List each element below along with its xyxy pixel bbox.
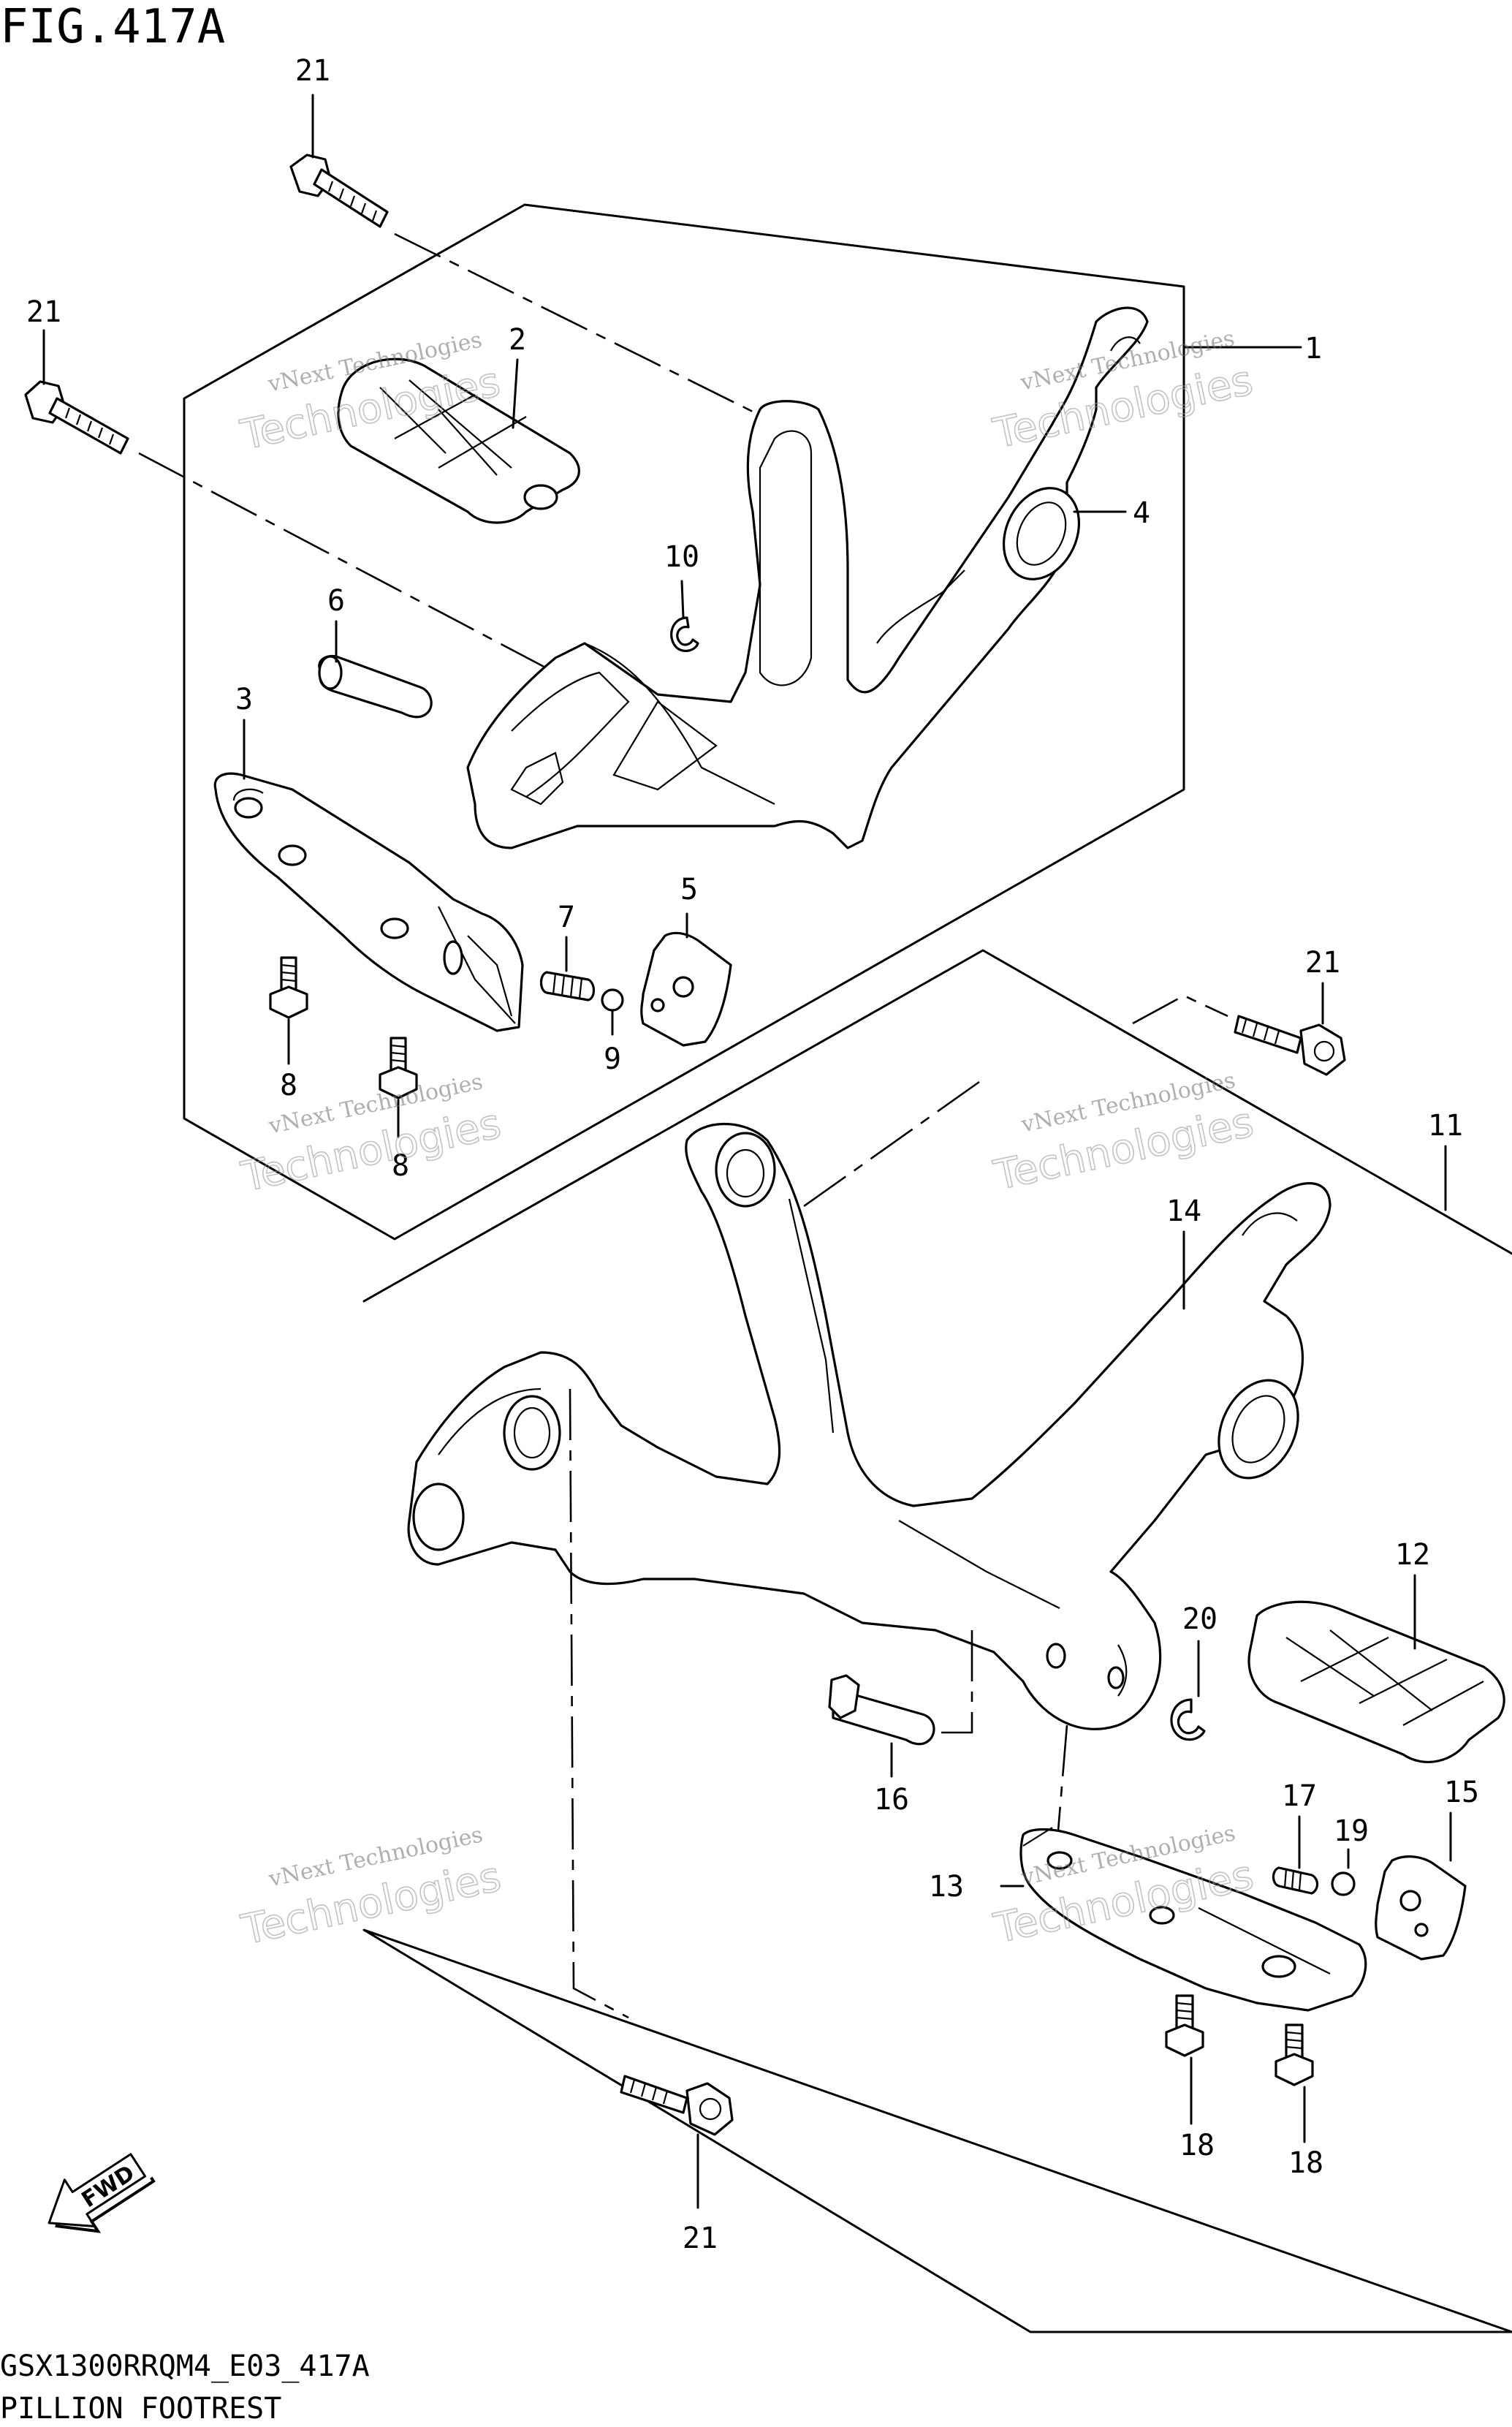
pin-16 xyxy=(828,1674,935,1746)
callout-11: 11 xyxy=(1428,1109,1463,1143)
model-code: GSX1300RRQM4_E03_417A xyxy=(0,2350,370,2383)
spring-17 xyxy=(1272,1866,1319,1895)
callout-18-b: 18 xyxy=(1288,2146,1323,2180)
pin-6 xyxy=(318,654,433,719)
watermark-3: vNext Technologies Technologies xyxy=(237,1069,506,1202)
callout-13: 13 xyxy=(929,1870,964,1904)
callout-3: 3 xyxy=(235,683,253,716)
footrest-bracket-14 xyxy=(407,1122,1331,1730)
bolt-18-a xyxy=(1165,1994,1204,2057)
callout-8-a: 8 xyxy=(280,1069,297,1102)
callout-6: 6 xyxy=(327,584,345,618)
callout-21-right: 21 xyxy=(1305,946,1340,980)
bolt-8-b xyxy=(379,1037,418,1099)
leader-21-left-dash xyxy=(138,452,549,670)
leader-21-bottom-dash xyxy=(569,1388,629,2019)
leader-21-right-dash xyxy=(803,994,1228,1208)
footpeg-rubber-12 xyxy=(1247,1600,1505,1763)
circlip-10 xyxy=(670,616,699,653)
bolt-21-top xyxy=(289,154,389,228)
callout-16: 16 xyxy=(874,1783,909,1817)
ball-19 xyxy=(1331,1871,1356,1896)
watermark-4: vNext Technologies Technologies xyxy=(989,1067,1258,1200)
callout-18-a: 18 xyxy=(1179,2129,1215,2162)
circlip-20 xyxy=(1170,1698,1206,1741)
callout-5: 5 xyxy=(680,873,698,906)
callout-2: 2 xyxy=(509,323,526,357)
leader-21-top-dash xyxy=(394,232,761,417)
callout-9: 9 xyxy=(604,1042,621,1076)
callout-1: 1 xyxy=(1304,332,1322,366)
callout-21-bottom: 21 xyxy=(683,2222,718,2255)
callout-4: 4 xyxy=(1133,496,1150,530)
callout-20: 20 xyxy=(1182,1602,1217,1636)
callout-21-left: 21 xyxy=(26,295,61,329)
bolt-18-b xyxy=(1274,2023,1314,2086)
callout-14: 14 xyxy=(1166,1194,1201,1228)
callout-10: 10 xyxy=(664,540,699,574)
callout-19: 19 xyxy=(1334,1814,1369,1848)
spring-7 xyxy=(539,971,596,1002)
callout-12: 12 xyxy=(1395,1538,1430,1572)
lower-assembly-frame xyxy=(362,949,1512,2333)
bolt-21-bottom xyxy=(620,2075,734,2136)
bolt-21-right xyxy=(1234,1015,1346,1076)
footrest-bracket-1 xyxy=(466,306,1149,849)
plate-15 xyxy=(1375,1855,1467,1961)
upper-assembly-frame xyxy=(183,203,1185,1241)
callout-8-b: 8 xyxy=(392,1149,409,1183)
figure-title: FIG.417A xyxy=(0,0,225,54)
bolt-21-left xyxy=(24,380,129,455)
watermark-5: vNext Technologies Technologies xyxy=(237,1822,506,1955)
bolt-8-a xyxy=(269,956,308,1019)
leader-lines xyxy=(42,94,1452,2209)
callout-17: 17 xyxy=(1282,1779,1317,1813)
fwd-arrow-icon: FWD xyxy=(48,2153,156,2233)
callout-7: 7 xyxy=(558,901,575,934)
callout-15: 15 xyxy=(1444,1776,1479,1809)
plate-5 xyxy=(640,931,732,1047)
footpeg-holder-3 xyxy=(213,772,524,1032)
footpeg-holder-13 xyxy=(1019,1827,1367,2012)
figure-caption: PILLION FOOTREST xyxy=(0,2392,281,2426)
ball-9 xyxy=(601,988,624,1012)
callout-21-top: 21 xyxy=(295,54,330,88)
footpeg-rubber-2 xyxy=(337,357,580,524)
